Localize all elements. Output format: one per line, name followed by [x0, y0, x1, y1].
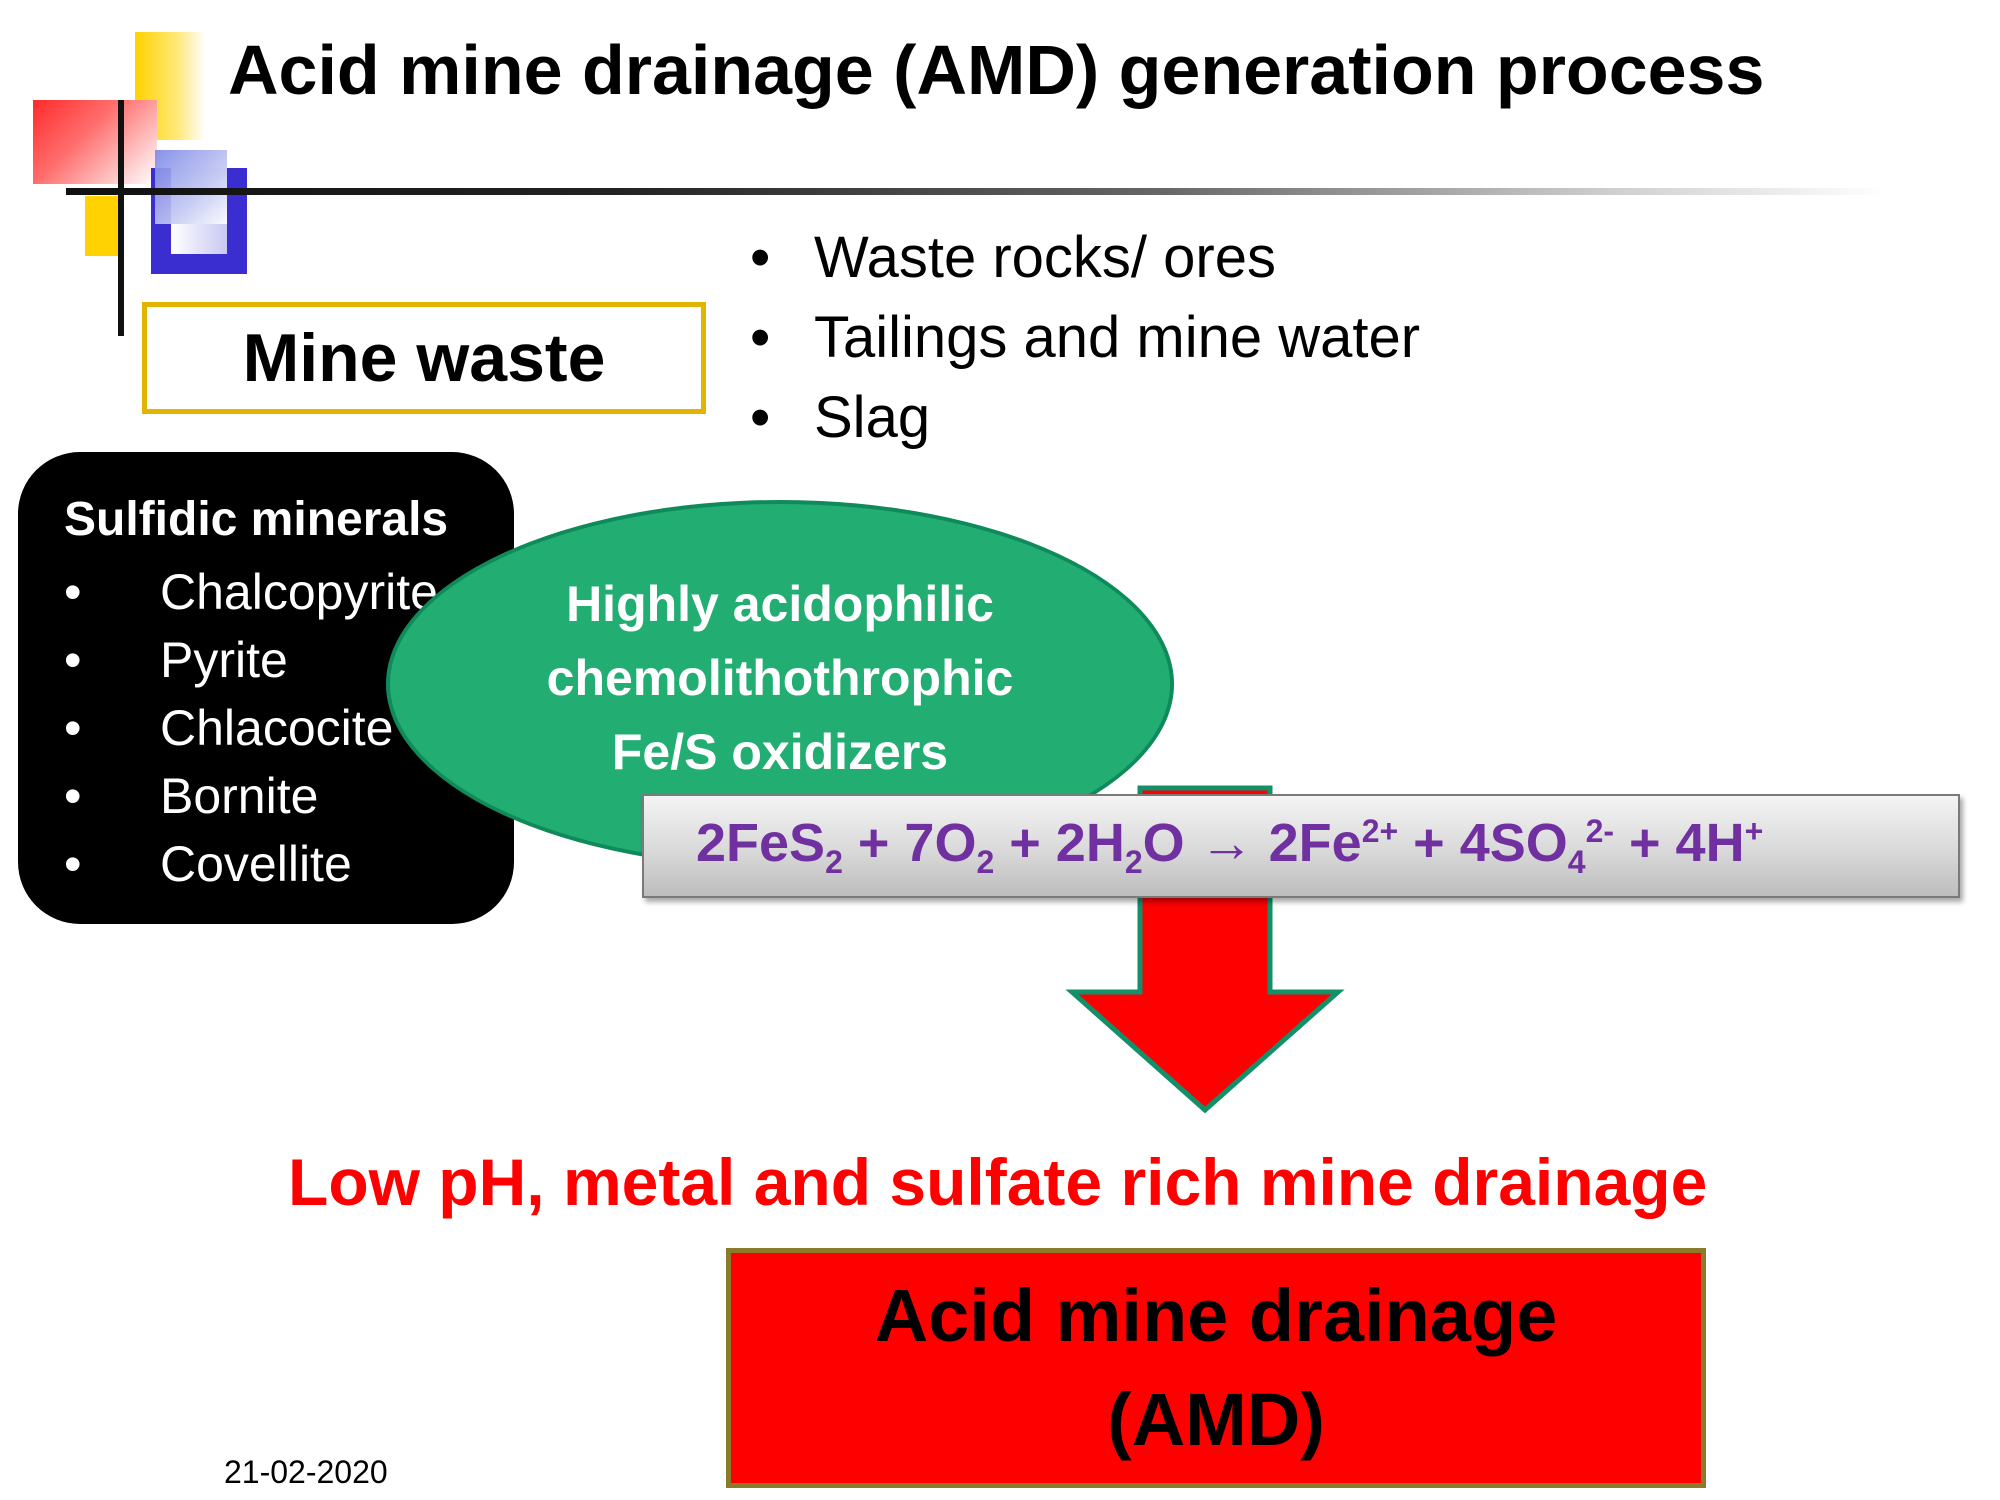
oxidizers-line: Fe/S oxidizers — [611, 724, 949, 780]
oxidizers-text: Highly acidophilic chemolithothrophic Fe… — [547, 567, 1014, 789]
list-item: Chlacocite — [64, 694, 438, 762]
list-item: Waste rocks/ ores — [750, 218, 1420, 298]
title-underline — [66, 188, 1886, 195]
oxidizers-line: Highly acidophilic — [566, 576, 994, 632]
sulfidic-minerals-heading: Sulfidic minerals — [64, 493, 449, 546]
list-item: Covellite — [64, 830, 438, 898]
slide-title: Acid mine drainage (AMD) generation proc… — [228, 31, 1765, 109]
mine-waste-box: Mine waste — [142, 302, 706, 414]
slide-date: 21-02-2020 — [224, 1454, 388, 1490]
amd-box: Acid mine drainage (AMD) — [726, 1248, 1706, 1488]
list-item: Pyrite — [64, 626, 438, 694]
sulfidic-minerals-box: Sulfidic minerals Chalcopyrite Pyrite Ch… — [18, 452, 514, 924]
decor-lavender-square — [155, 150, 227, 224]
mine-waste-list: Waste rocks/ ores Tailings and mine wate… — [750, 218, 1420, 458]
decor-red-square — [33, 100, 157, 184]
amd-box-line: (AMD) — [1107, 1378, 1325, 1461]
mine-waste-label: Mine waste — [242, 320, 606, 396]
list-item: Slag — [750, 378, 1420, 458]
sulfidic-minerals-list: Chalcopyrite Pyrite Chlacocite Bornite C… — [64, 558, 438, 898]
list-item: Bornite — [64, 762, 438, 830]
result-text: Low pH, metal and sulfate rich mine drai… — [288, 1145, 1708, 1219]
list-item: Tailings and mine water — [750, 298, 1420, 378]
amd-box-line: Acid mine drainage — [874, 1274, 1558, 1357]
chemical-equation: 2FeS2 + 7O2 + 2H2O → 2Fe2+ + 4SO42- + 4H… — [696, 813, 1764, 880]
decor-vertical-line — [118, 100, 124, 336]
list-item: Chalcopyrite — [64, 558, 438, 626]
equation-box: 2FeS2 + 7O2 + 2H2O → 2Fe2+ + 4SO42- + 4H… — [642, 794, 1960, 898]
oxidizers-line: chemolithothrophic — [546, 650, 1014, 706]
decor-small-yellow-square — [85, 196, 123, 256]
